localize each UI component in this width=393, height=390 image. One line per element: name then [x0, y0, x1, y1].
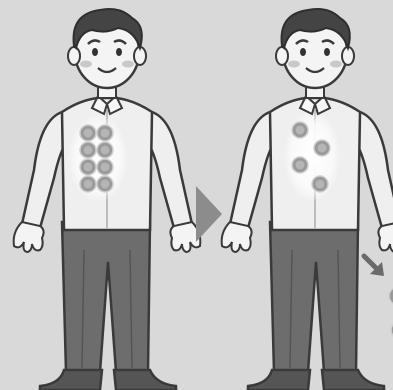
eye-right: [324, 48, 330, 56]
person-before: [14, 9, 201, 390]
ear-left: [68, 47, 80, 65]
circle-marker: [97, 142, 113, 158]
eye-left: [92, 48, 98, 56]
shoe-left: [248, 370, 310, 390]
chest-highlight: [284, 110, 340, 202]
hand-right: [378, 222, 393, 252]
shoe-right: [114, 370, 176, 390]
person-after: [222, 9, 393, 390]
circle-marker: [97, 125, 113, 141]
pants: [62, 222, 150, 372]
chevron-right-arrow-icon: [196, 186, 222, 242]
cheek-right: [122, 61, 134, 68]
hand-left: [222, 222, 252, 252]
circle-marker: [312, 176, 328, 192]
shoe-left: [40, 370, 102, 390]
hand-left: [14, 222, 44, 252]
circle-marker: [314, 140, 330, 156]
eye-right: [116, 48, 122, 56]
circle-marker: [97, 159, 113, 175]
circle-marker: [80, 142, 96, 158]
circle-marker: [292, 157, 308, 173]
cheek-left: [80, 61, 92, 68]
shoe-right: [322, 370, 384, 390]
circle-marker: [80, 176, 96, 192]
circle-marker: [80, 125, 96, 141]
eye-left: [300, 48, 306, 56]
hand-right: [170, 222, 200, 252]
circle-marker: [80, 159, 96, 175]
circles-group-leaving: [389, 287, 393, 339]
cheek-right: [330, 61, 342, 68]
ear-left: [276, 47, 288, 65]
cheek-left: [288, 61, 300, 68]
circle-marker: [292, 122, 308, 138]
pants: [270, 222, 358, 372]
circle-marker: [97, 176, 113, 192]
circle-marker-leaving: [389, 287, 393, 305]
diagonal-down-right-arrow-icon: [364, 256, 384, 276]
